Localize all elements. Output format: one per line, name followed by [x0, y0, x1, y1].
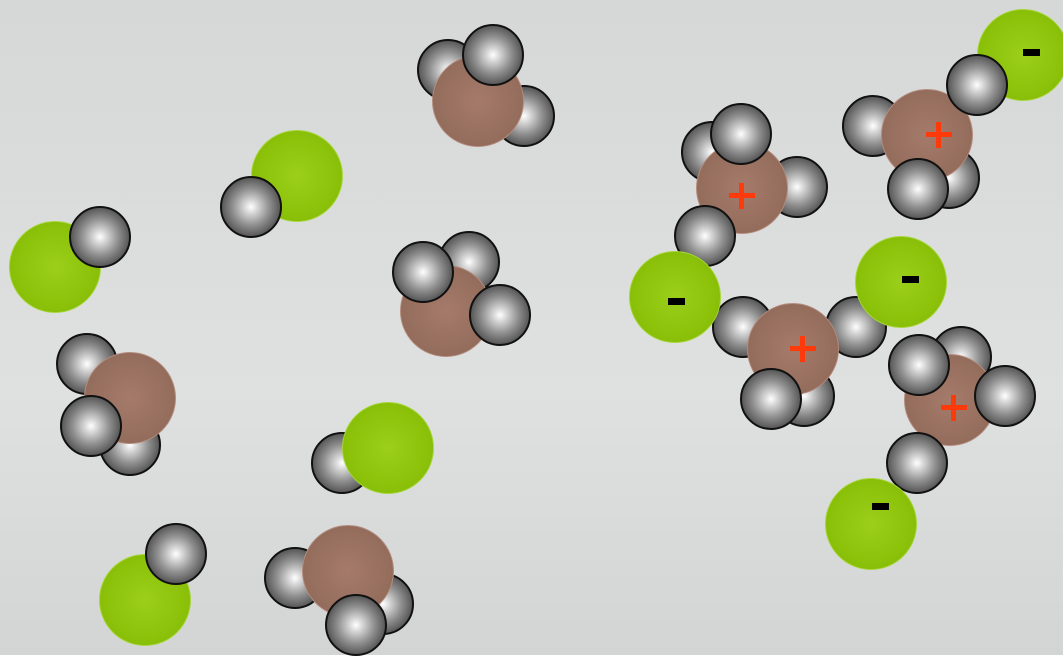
positive-charge-icon: [926, 122, 952, 148]
chlorine-atom: [342, 402, 434, 494]
negative-charge-icon: [668, 298, 685, 305]
negative-charge-icon: [1023, 49, 1040, 56]
hydrogen-atom: [946, 54, 1008, 116]
nitrogen-atom: [302, 525, 394, 617]
hydrogen-atom: [469, 284, 531, 346]
positive-charge-icon: [729, 183, 755, 209]
positive-charge-icon: [941, 395, 967, 421]
hydrogen-atom: [69, 206, 131, 268]
hydrogen-atom: [674, 205, 736, 267]
hydrogen-atom: [710, 103, 772, 165]
chlorine-atom: [825, 478, 917, 570]
hydrogen-atom: [60, 395, 122, 457]
hydrogen-atom: [740, 368, 802, 430]
hydrogen-atom: [887, 158, 949, 220]
hydrogen-atom: [325, 594, 387, 656]
chlorine-atom: [629, 251, 721, 343]
hydrogen-atom: [220, 176, 282, 238]
hydrogen-atom: [462, 24, 524, 86]
chlorine-atom: [855, 236, 947, 328]
hydrogen-atom: [974, 365, 1036, 427]
hydrogen-atom: [145, 523, 207, 585]
negative-charge-icon: [872, 503, 889, 510]
negative-charge-icon: [902, 276, 919, 283]
hydrogen-atom: [392, 241, 454, 303]
positive-charge-icon: [790, 336, 816, 362]
hydrogen-atom: [886, 432, 948, 494]
hydrogen-atom: [888, 334, 950, 396]
